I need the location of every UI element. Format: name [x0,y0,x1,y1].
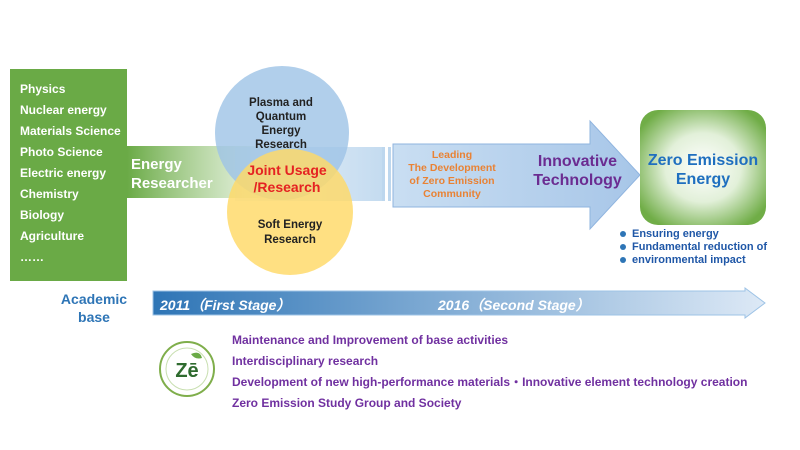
zero-emission-box [640,110,766,225]
leading-line: of Zero Emission [409,175,495,187]
joint-line: Joint Usage [247,162,327,178]
academic-field: Photo Science [20,145,103,159]
ze-logo-text: Zē [175,360,198,382]
development-arrow [392,119,641,231]
academic-field: Agriculture [20,229,85,243]
timeline-arrow [152,287,766,319]
soft-line: Research [264,234,316,246]
leading-line: Leading [431,149,473,161]
zero-line: Zero Emission [647,152,759,169]
innovative-technology-label: Innovative Technology [520,152,635,190]
energy-researcher-line: Energy [131,156,182,173]
benefit-continuation: environmental impact [618,254,767,267]
activity-item: Zero Emission Study Group and Society [232,396,462,410]
soft-energy-label: Soft Energy Research [240,218,340,248]
academic-fields-list: Physics Nuclear energy Materials Science… [10,69,127,268]
academic-base-label: Academic base [54,290,134,326]
academic-field: Biology [20,208,64,222]
ze-logo: Zē [159,341,215,397]
academic-field: Electric energy [20,166,107,180]
soft-energy-circle [227,149,353,275]
activity-item: Interdisciplinary research [232,354,379,368]
first-stage-label: 2011（First Stage） [160,297,291,313]
leading-line: The Development [408,162,496,174]
activity-item: Development of new high-performance mate… [232,375,748,389]
academic-field: Physics [20,82,66,96]
zero-emission-label: Zero Emission Energy [640,151,766,189]
stripe [382,147,385,201]
academic-field: Chemistry [20,187,79,201]
stripe [388,147,391,201]
academic-field: Nuclear energy [20,103,107,117]
energy-researcher-line: Researcher [131,175,213,192]
benefits-list: Ensuring energy Fundamental reduction of… [618,228,767,267]
benefit-item: Fundamental reduction of [618,241,767,254]
academic-line: Academic [60,291,128,307]
leading-line: Community [423,188,481,200]
plasma-line: Energy [261,125,301,137]
activity-item: Maintenance and Improvement of base acti… [232,333,509,347]
academic-line: base [78,309,110,325]
innovative-line: Innovative [537,153,618,170]
plasma-line: Plasma and [249,97,313,109]
energy-researcher-label: Energy Researcher [131,155,213,193]
benefit-item: Ensuring energy [618,228,767,241]
plasma-line: Quantum [255,111,307,123]
plasma-research-label: Plasma and Quantum Energy Research [225,96,337,152]
innovative-line: Technology [533,172,622,189]
joint-line: /Research [253,179,321,195]
leading-label: Leading The Development of Zero Emission… [394,149,510,201]
academic-field: Materials Science [20,124,121,138]
soft-line: Soft Energy [257,219,323,231]
second-stage-label: 2016（Second Stage） [438,297,590,313]
academic-fields-box: Physics Nuclear energy Materials Science… [10,69,127,281]
academic-field: …… [20,250,44,264]
zero-line: Energy [675,171,731,188]
activities-list: Maintenance and Improvement of base acti… [232,330,747,414]
plasma-line: Research [255,139,307,151]
joint-usage-label: Joint Usage /Research [232,162,342,196]
